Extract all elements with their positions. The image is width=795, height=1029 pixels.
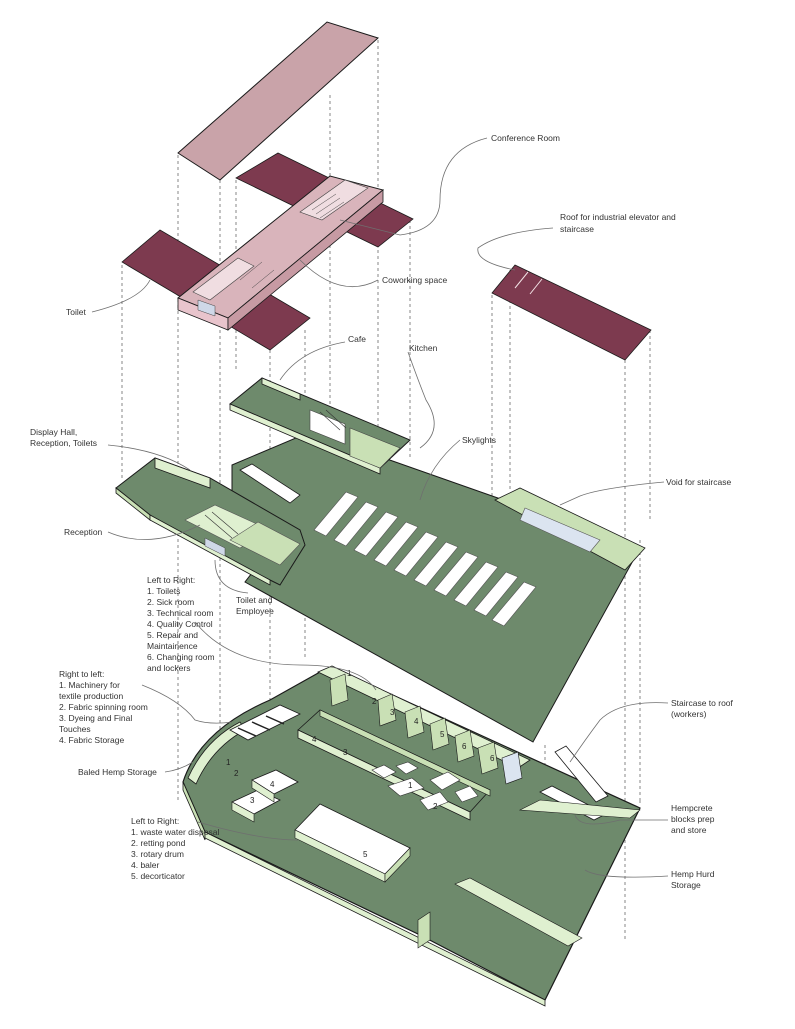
room-number-3b: 3 (343, 748, 348, 757)
label-hurd-1: Hemp Hurd (671, 869, 715, 879)
label-void-staircase: Void for staircase (666, 477, 731, 487)
skylights (313, 491, 537, 627)
label-display-1: Display Hall, (30, 427, 77, 437)
room-number-1: 1 (226, 758, 231, 767)
label-rtl-head: Right to left: (59, 669, 104, 679)
label-conference-room: Conference Room (491, 133, 560, 143)
room-number-1b: 1 (408, 781, 413, 790)
label-rtl-2: 2. Fabric spinning room (59, 702, 148, 712)
label-display-2: Reception, Toilets (30, 438, 97, 448)
ground-floor-walls (187, 665, 641, 949)
label-ltr-mid-3: 3. Technical room (147, 608, 213, 618)
room-number-2c: 2 (372, 697, 377, 706)
label-ltr-low-1: 1. waste water disposal (131, 827, 219, 837)
conference-floor (177, 175, 385, 331)
room-number-5: 5 (363, 850, 368, 859)
labels: Conference Room Roof for industrial elev… (30, 133, 734, 890)
label-ltr-mid-4: 4. Quality Control (147, 619, 213, 629)
room-number-3c: 3 (390, 708, 395, 717)
label-hempcrete-1: Hempcrete (671, 803, 713, 813)
leader-lines (91, 137, 669, 878)
label-rtl-3b: Touches (59, 724, 91, 734)
label-ltr-low-3: 3. rotary drum (131, 849, 184, 859)
room-number-4c: 4 (414, 717, 419, 726)
label-hempcrete-2: blocks prep (671, 814, 715, 824)
label-ltr-mid-5b: Maintainence (147, 641, 198, 651)
room-number-5c: 5 (440, 730, 445, 739)
top-roof-slab (177, 21, 379, 181)
label-staircase-roof-1: Staircase to roof (671, 698, 734, 708)
room-number-4: 4 (270, 780, 275, 789)
label-ltr-mid-6a: 6. Changing room (147, 652, 215, 662)
label-toilet: Toilet (66, 307, 86, 317)
room-number-2b: 2 (433, 802, 438, 811)
label-ltr-mid-5a: 5. Repair and (147, 630, 198, 640)
room-number-1c: 1 (347, 669, 352, 678)
label-hurd-2: Storage (671, 880, 701, 890)
label-rtl-3a: 3. Dyeing and Final (59, 713, 132, 723)
label-ltr-low-head: Left to Right: (131, 816, 179, 826)
room-number-6c: 6 (462, 742, 467, 751)
label-ltr-mid-1: 1. Toilets (147, 586, 180, 596)
room-number-3: 3 (250, 796, 255, 805)
middle-walls (115, 377, 646, 586)
label-kitchen: Kitchen (409, 343, 438, 353)
label-skylights: Skylights (462, 435, 496, 445)
label-ltr-low-2: 2. retting pond (131, 838, 186, 848)
room-number-6d: 6 (490, 754, 495, 763)
room-number-4b: 4 (312, 735, 317, 744)
label-reception: Reception (64, 527, 103, 537)
label-ltr-low-5: 5. decorticator (131, 871, 185, 881)
label-ltr-low-4: 4. baler (131, 860, 160, 870)
label-roof-elevator-1: Roof for industrial elevator and (560, 212, 676, 222)
label-ltr-mid-6b: and lockers (147, 663, 190, 673)
label-rtl-1b: textile production (59, 691, 124, 701)
label-hempcrete-3: and store (671, 825, 707, 835)
room-numbers: 1 2 3 4 5 4 3 1 2 1 2 3 4 5 6 6 (226, 669, 495, 859)
label-rtl-1a: 1. Machinery for (59, 680, 120, 690)
label-toilet-employee-2: Employee (236, 606, 274, 616)
label-roof-elevator-2: staircase (560, 224, 594, 234)
label-rtl-4: 4. Fabric Storage (59, 735, 124, 745)
label-staircase-roof-2: (workers) (671, 709, 707, 719)
label-ltr-mid-2: 2. Sick room (147, 597, 194, 607)
label-cafe: Cafe (348, 334, 366, 344)
label-toilet-employee-1: Toilet and (236, 595, 273, 605)
elevator-roof-slab (491, 264, 652, 361)
label-coworking: Coworking space (382, 275, 447, 285)
room-number-2: 2 (234, 769, 239, 778)
label-ltr-mid-head: Left to Right: (147, 575, 195, 585)
label-baled-hemp: Baled Hemp Storage (78, 767, 157, 777)
